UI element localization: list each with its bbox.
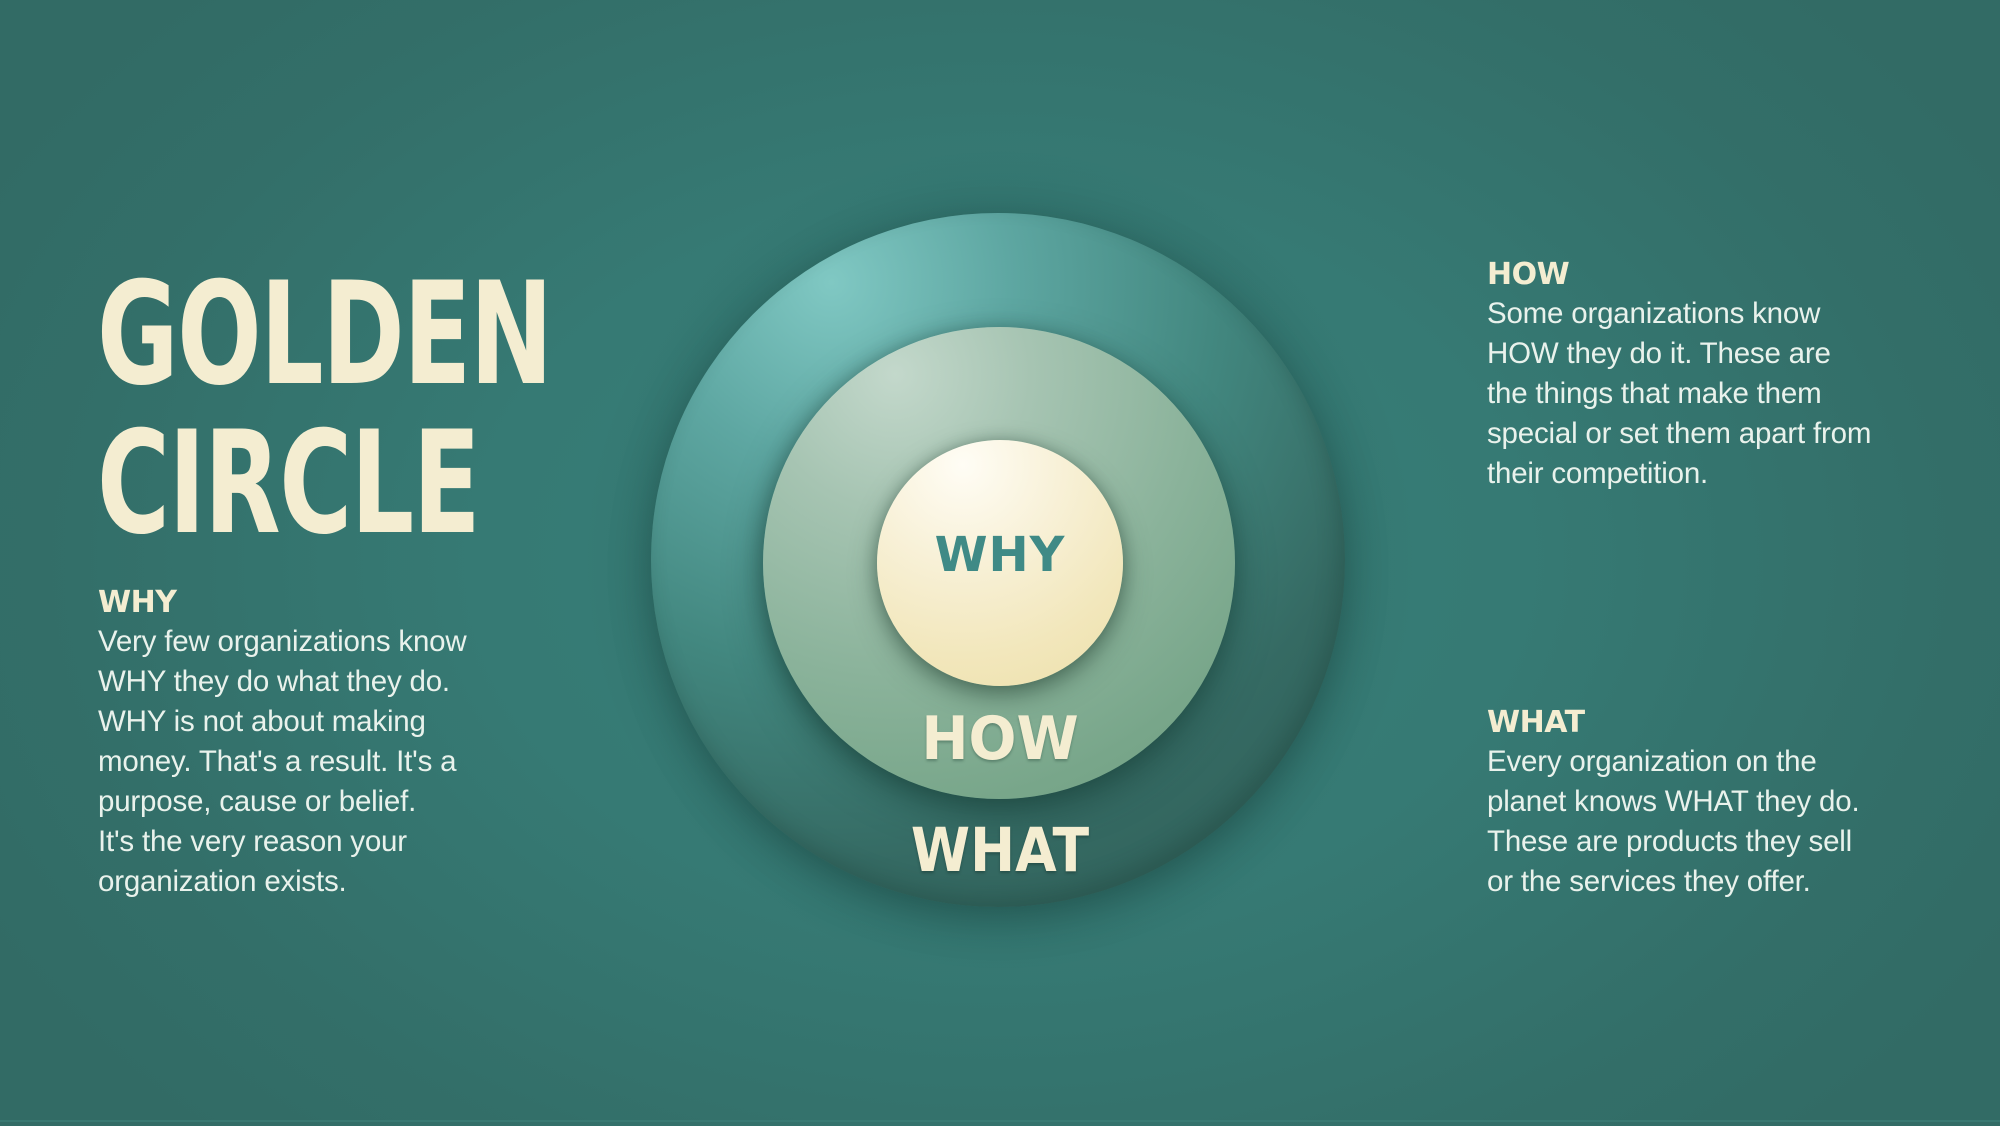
how-line: their competition. [1487, 457, 1709, 490]
why-line: WHY is not about making [98, 705, 426, 738]
how-line: Some organizations know [1487, 297, 1821, 330]
why-line: organization exists. [98, 865, 347, 898]
how-heading: HOW [1487, 257, 1570, 292]
why-section: WHY Very few organizations know WHY they… [98, 585, 467, 902]
title-line-1: GOLDEN [97, 252, 553, 417]
bottom-divider [0, 1120, 2000, 1122]
title-line-2: CIRCLE [97, 401, 481, 566]
why-line: It's the very reason your [98, 825, 407, 858]
what-line: Every organization on the [1487, 745, 1817, 778]
what-heading: WHAT [1487, 705, 1585, 740]
what-line: planet knows WHAT they do. [1487, 785, 1860, 818]
why-line: money. That's a result. It's a [98, 745, 457, 778]
how-section: HOW Some organizations know HOW they do … [1487, 260, 1871, 494]
how-description: Some organizations know HOW they do it. … [1487, 294, 1871, 494]
outer-circle-label: WHAT [910, 815, 1090, 886]
what-section: WHAT Every organization on the planet kn… [1487, 705, 1860, 902]
why-heading: WHY [98, 585, 177, 620]
inner-circle-why [877, 440, 1123, 686]
what-line: or the services they offer. [1487, 865, 1811, 898]
how-line: special or set them apart from [1487, 417, 1872, 450]
what-description: Every organization on the planet knows W… [1487, 742, 1860, 902]
why-description: Very few organizations know WHY they do … [98, 622, 467, 902]
how-line: HOW they do it. These are [1487, 337, 1831, 370]
inner-circle-label: WHY [934, 527, 1066, 583]
why-line: WHY they do what they do. [98, 665, 450, 698]
why-line: Very few organizations know [98, 625, 467, 658]
how-line: the things that make them [1487, 377, 1822, 410]
why-line: purpose, cause or belief. [98, 785, 417, 818]
what-line: These are products they sell [1487, 825, 1852, 858]
middle-circle-label: HOW [921, 704, 1079, 774]
